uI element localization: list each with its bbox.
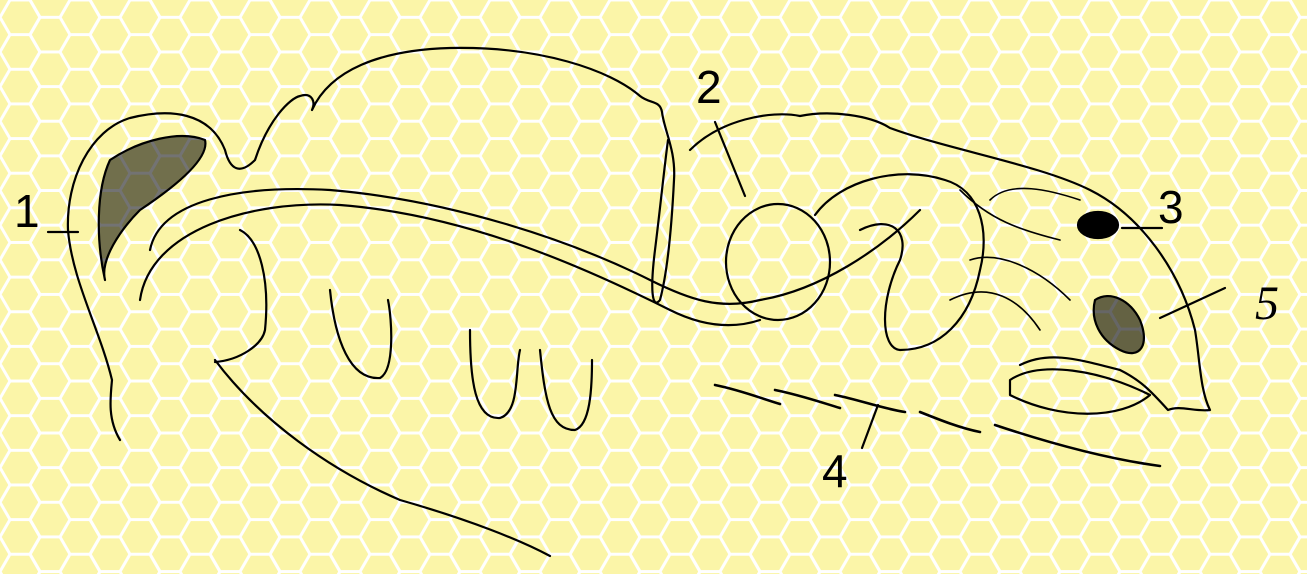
- label-4: 4: [822, 448, 848, 494]
- label-3: 3: [1158, 184, 1184, 230]
- label-1: 1: [14, 188, 40, 234]
- label-5: 5: [1255, 280, 1279, 328]
- venom-sac: [1078, 212, 1118, 238]
- label-2: 2: [696, 64, 722, 110]
